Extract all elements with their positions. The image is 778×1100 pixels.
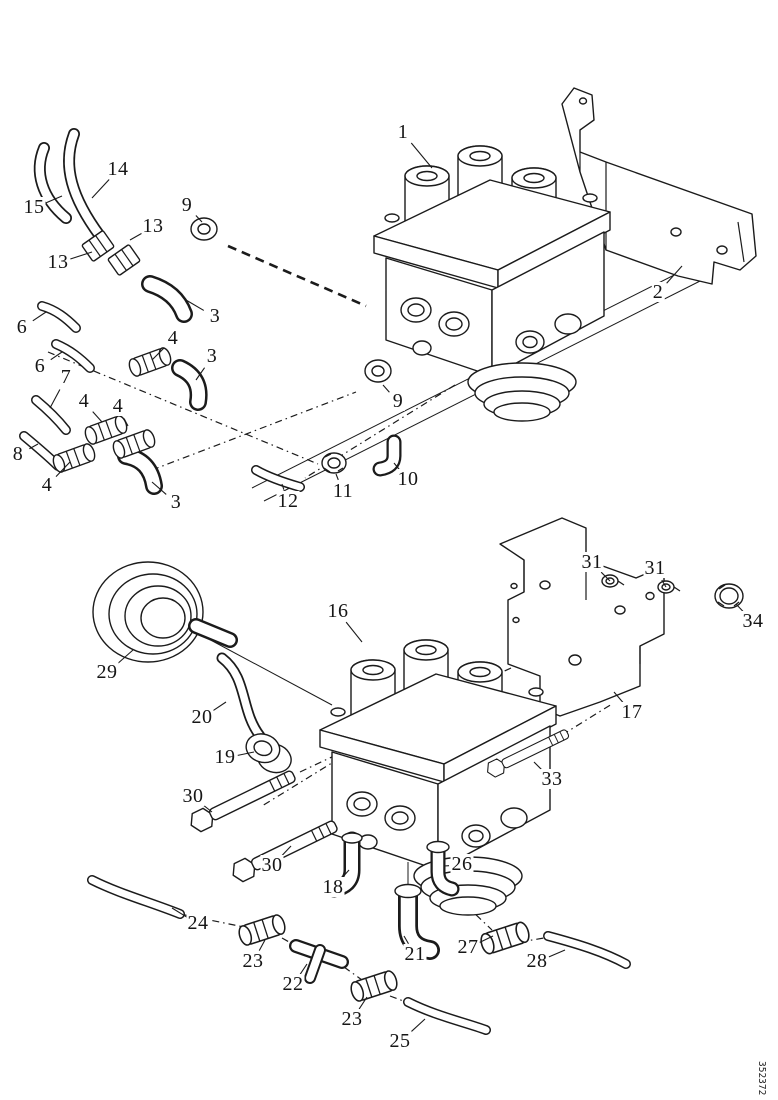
part-studs-and-plug-lower [601,574,744,609]
callout-16: 16 [326,600,350,622]
callout-9: 9 [180,194,194,216]
figure-number: 352372 [755,1061,767,1096]
leader-line [382,384,390,393]
callout-14: 14 [106,158,130,180]
leader-line [661,579,667,588]
callout-30: 30 [181,785,205,807]
leader-line [280,845,292,857]
leader-line [55,461,71,477]
leader-line [45,195,63,204]
leader-line [479,935,494,943]
leader-line [212,701,227,712]
leader-line [202,804,213,813]
leader-line [410,142,433,169]
callout-4: 4 [111,395,125,417]
leader-line [195,367,206,381]
leader-line [70,251,93,260]
leader-line [151,347,165,361]
leader-line [299,963,308,975]
callout-4: 4 [77,390,91,412]
callout-25: 25 [388,1030,412,1052]
leader-line [185,299,205,311]
part-bracket-upper [561,87,757,285]
callout-3: 3 [169,491,183,513]
leader-line [548,949,566,958]
callout-13: 13 [141,215,165,237]
callout-15: 15 [22,196,46,218]
part-bellows-boot [92,561,238,663]
leader-line [600,571,611,582]
callout-3: 3 [208,305,222,327]
callout-6: 6 [33,355,47,377]
leader-line [195,215,203,223]
callout-3: 3 [205,345,219,367]
leader-line [341,869,350,879]
callout-2: 2 [651,281,665,303]
callout-20: 20 [190,706,214,728]
callout-33: 33 [540,768,564,790]
leader-line [237,751,255,756]
callout-18: 18 [321,876,345,898]
leader-line [393,462,401,471]
leader-line [32,311,47,322]
callout-13: 13 [46,251,70,273]
leader-line [613,691,624,704]
callout-17: 17 [620,701,644,723]
callout-34: 34 [741,610,765,632]
callout-4: 4 [40,474,54,496]
callout-26: 26 [450,853,474,875]
callout-9: 9 [391,390,405,412]
part-hose-and-bushing-lower [216,652,292,774]
part-lower-fittings-upper-assembly [251,434,402,492]
leader-line [409,1018,426,1034]
callout-6: 6 [15,316,29,338]
callout-7: 7 [59,366,73,388]
leader-line [129,232,142,241]
callout-27: 27 [456,936,480,958]
callout-31: 31 [580,551,604,573]
callout-23: 23 [340,1008,364,1030]
callout-23: 23 [241,950,265,972]
callout-29: 29 [95,661,119,683]
callout-12: 12 [276,490,300,512]
callout-10: 10 [396,468,420,490]
part-hoses-upper-left [19,128,142,471]
leader-line [92,411,103,423]
callout-30: 30 [260,854,284,876]
leader-line [358,996,368,1010]
leader-line [345,621,363,643]
leader-line [49,389,61,409]
part-elbow-fittings-upper [50,275,208,495]
callout-19: 19 [213,746,237,768]
callout-22: 22 [281,973,305,995]
callout-24: 24 [186,912,210,934]
leader-line [91,179,110,199]
leader-line [50,351,63,361]
leader-line [403,935,409,945]
part-bottom-fitting-chain [87,875,631,1035]
callout-4: 4 [166,327,180,349]
leader-line [335,473,339,481]
leader-line [666,265,683,284]
leader-line [29,443,39,450]
leader-line [151,481,167,495]
callout-21: 21 [403,943,427,965]
leader-line [123,418,129,427]
leader-line [258,939,266,951]
leader-line [281,483,285,490]
callout-8: 8 [11,443,25,465]
callout-28: 28 [525,950,549,972]
leader-line [116,649,134,665]
callout-1: 1 [396,121,410,143]
leader-line [171,907,188,918]
callout-11: 11 [331,480,355,502]
callout-31: 31 [643,557,667,579]
